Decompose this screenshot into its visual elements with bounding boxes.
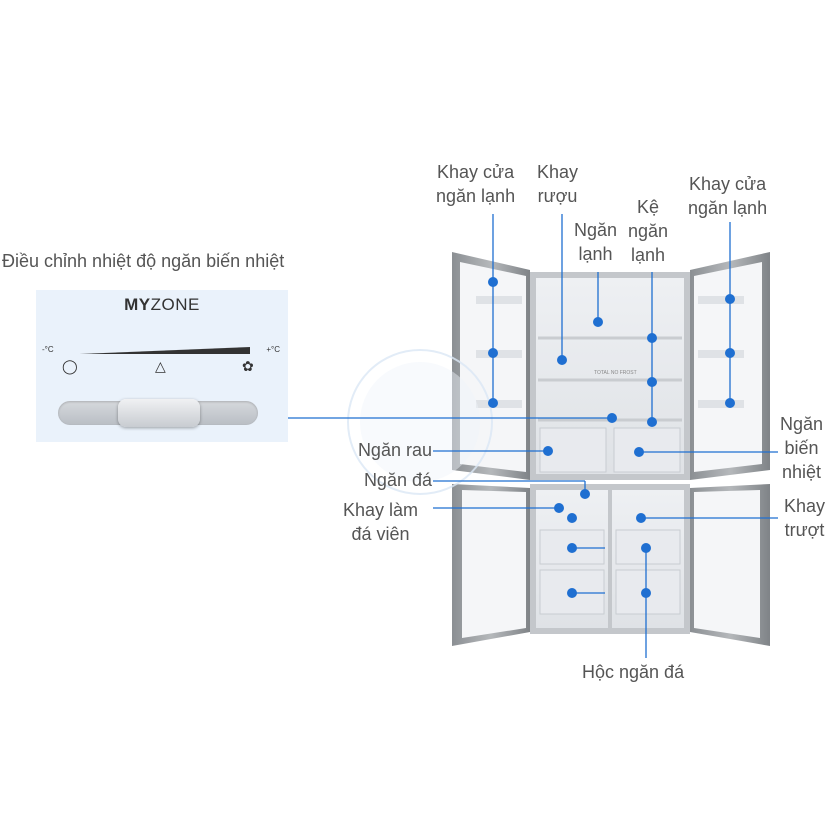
marker-dot bbox=[647, 417, 657, 427]
vegetable-icon: ✿ bbox=[242, 358, 254, 374]
marker-dot bbox=[567, 513, 577, 523]
temperature-ramp bbox=[80, 347, 250, 354]
marker-dot bbox=[557, 355, 567, 365]
temperature-slider-knob[interactable] bbox=[118, 399, 200, 427]
marker-dot bbox=[636, 513, 646, 523]
temp-min-label: -°C bbox=[42, 345, 54, 354]
label-ngan-da: Ngăn đá bbox=[363, 470, 432, 490]
marker-dot bbox=[725, 348, 735, 358]
marker-dot bbox=[607, 413, 617, 423]
bottle-icon: △ bbox=[155, 358, 166, 374]
marker-dot bbox=[647, 333, 657, 343]
label-hoc-ngan-da: Hộc ngăn đá bbox=[582, 662, 685, 682]
marker-dot bbox=[488, 398, 498, 408]
marker-dot bbox=[725, 294, 735, 304]
callout-lines bbox=[288, 214, 778, 658]
marker-dot bbox=[647, 377, 657, 387]
marker-dot bbox=[580, 489, 590, 499]
marker-dot bbox=[543, 446, 553, 456]
meat-icon: ◯ bbox=[62, 358, 78, 374]
temp-max-label: +°C bbox=[266, 345, 280, 354]
marker-dot bbox=[641, 543, 651, 553]
panel-title: Điều chỉnh nhiệt độ ngăn biến nhiệt bbox=[2, 251, 285, 271]
marker-dot bbox=[488, 277, 498, 287]
marker-dot bbox=[725, 398, 735, 408]
marker-dot bbox=[567, 543, 577, 553]
temperature-slider-track[interactable] bbox=[58, 399, 258, 427]
marker-dot bbox=[641, 588, 651, 598]
marker-dot bbox=[554, 503, 564, 513]
myzone-logo: MYZONE bbox=[124, 295, 200, 314]
marker-dot bbox=[488, 348, 498, 358]
marker-dot bbox=[593, 317, 603, 327]
no-frost-text: TOTAL NO FROST bbox=[594, 370, 637, 376]
marker-dot bbox=[634, 447, 644, 457]
marker-dot bbox=[567, 588, 577, 598]
label-ngan-rau: Ngăn rau bbox=[357, 440, 432, 460]
myzone-control-panel: MYZONE -°C +°C ◯ △ ✿ bbox=[36, 290, 288, 442]
